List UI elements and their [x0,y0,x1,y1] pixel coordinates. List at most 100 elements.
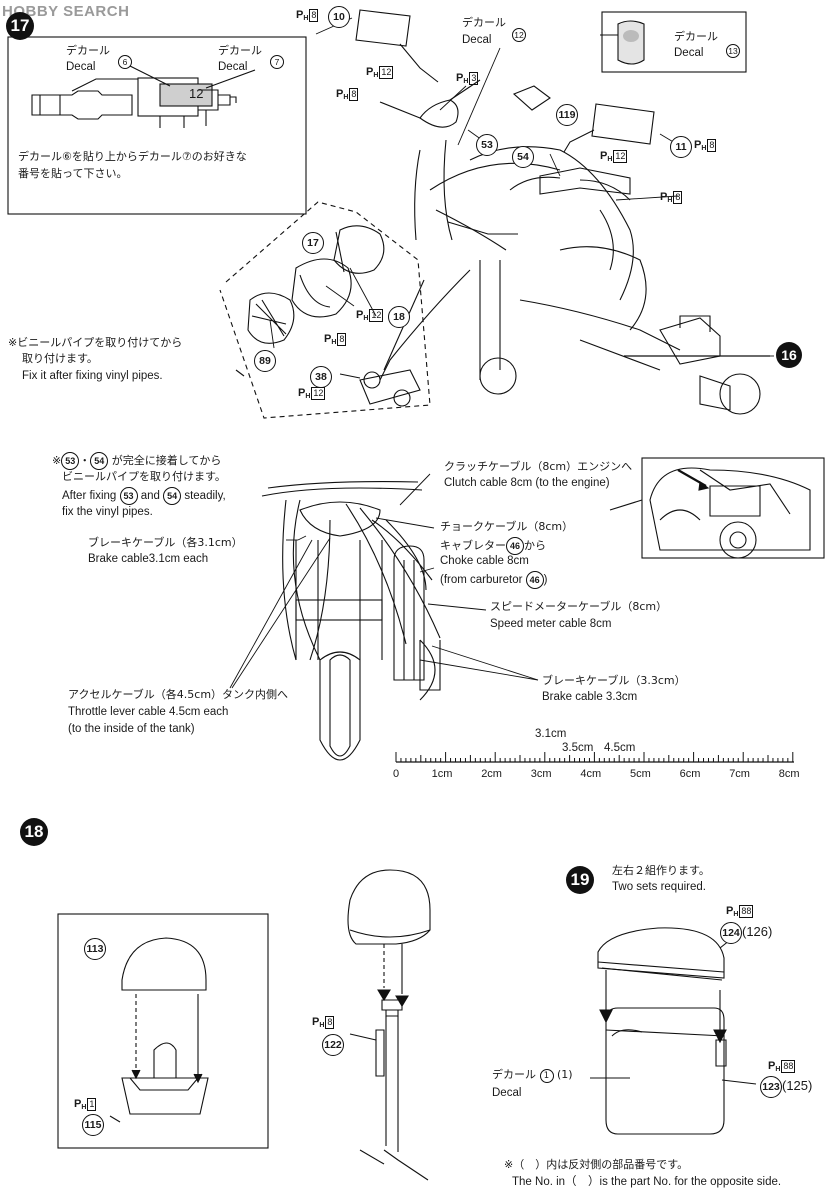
throttle-en1: Throttle lever cable 4.5cm each [68,706,229,718]
ruler-ticks [395,752,794,762]
hobby-search-watermark: HOBBY SEARCH [2,3,130,20]
inset-decal7-en: Decal [218,61,248,73]
speed-jp: スピードメーターケーブル（8cm） [490,600,668,613]
step19-jp: 左右２組作ります。 [612,864,710,877]
ruler-label: 3cm [530,768,552,780]
clutch-jp: クラッチケーブル（8cm）エンジンへ [444,460,633,473]
part-17: 17 [302,232,324,254]
speed-en: Speed meter cable 8cm [490,618,612,630]
choke-jp1: チョークケーブル（8cm） [440,520,574,533]
choke-en1: Choke cable 8cm [440,555,529,567]
cable-note-jp1: ※53・54 が完全に接着してから [52,452,221,470]
ruler-label: 6cm [679,768,701,780]
inset-decal-value: 12 [189,86,204,101]
ruler-label: 0 [393,768,400,780]
cable-note-jp2: ビニールパイプを取り付けます。 [62,470,226,483]
inset-box-seat [57,913,269,1149]
vinyl-zone [219,201,431,419]
vinyl-note-jp1: ※ビニールパイプを取り付けてから [8,336,183,349]
ruler-label: 2cm [481,768,502,780]
part-16: 16 [776,342,802,368]
brake1-jp: ブレーキケーブル（各3.1cm） [88,536,243,549]
decal13-box [601,11,747,73]
saddlebag-lid [597,927,725,979]
decal12-en: Decal [462,34,492,46]
throttle-jp: アクセルケーブル（各4.5cm）タンク内側へ [68,688,289,701]
part-89: 89 [254,350,276,372]
clutch-en: Clutch cable 8cm (to the engine) [444,477,610,489]
part-54: 54 [512,146,534,168]
decal13-num: 13 [726,44,740,58]
part-123: 123(125) [760,1076,812,1098]
headlight-parts [247,225,425,407]
part-18: 18 [388,306,410,328]
cable-note-en2: fix the vinyl pipes. [62,506,153,518]
step19-en: Two sets required. [612,881,706,893]
ruler-label: 7cm [729,768,750,780]
brake1-en: Brake cable3.1cm each [88,553,209,565]
step19-decal-en: Decal [492,1087,522,1099]
engine-inset-box [641,457,825,559]
ruler-ref-35: 3.5cm [562,742,594,754]
decal13-jp: デカール [674,30,718,43]
decal12-jp: デカール [462,16,506,29]
inset-decal7-jp: デカール [218,44,262,57]
inset-decal7-num: 7 [270,55,284,69]
decal12-num: 12 [512,28,526,42]
step-17-badge: 17 [6,12,34,40]
cable-leaders [229,473,539,689]
ruler-label: 4cm [580,768,602,780]
ruler-label: 1cm [431,768,453,780]
ruler-label: 8cm [778,768,800,780]
inset-note-line2: 番号を貼って下さい。 [18,167,128,180]
part-53: 53 [476,134,498,156]
cable-note-en1: After fixing 53 and 54 steadily, [62,487,226,505]
part-113: 113 [84,938,106,960]
vinyl-note-jp2: 取り付けます。 [22,352,98,365]
front-assembly [355,9,770,415]
ruler-ref-45: 4.5cm [604,742,636,754]
brake2-jp: ブレーキケーブル（3.3cm） [542,674,686,687]
ruler-label: 5cm [630,768,651,780]
step19-decal-jp: デカール 1 (1) [492,1068,573,1083]
footnote-en: The No. in（ ）is the part No. for the opp… [512,1176,782,1188]
part-124: 124(126) [720,922,772,944]
choke-en2: (from carburetor 46) [440,571,547,589]
ruler-ref-31: 3.1cm [535,728,567,740]
saddlebag-body [605,1007,725,1135]
part-122: 122 [322,1034,344,1056]
inset-decal6-num: 6 [118,55,132,69]
throttle-en2: (to the inside of the tank) [68,723,195,735]
inset-decal6-en: Decal [66,61,96,73]
inset-note-line1: デカール⑥を貼り上からデカール⑦のお好きな [18,150,247,163]
cable-front-view [261,481,441,761]
part-10: 10 [328,6,350,28]
inset-handlebar [31,62,256,128]
part-38: 38 [310,366,332,388]
part-119: 119 [556,104,578,126]
brake2-en: Brake cable 3.3cm [542,691,638,703]
step-19-badge: 19 [566,866,594,894]
vinyl-note-en: Fix it after fixing vinyl pipes. [22,370,163,382]
seat-main [347,869,431,945]
part-115: 115 [82,1114,104,1136]
inset-box-decal [7,36,307,215]
inset-decal6-jp: デカール [66,44,110,57]
